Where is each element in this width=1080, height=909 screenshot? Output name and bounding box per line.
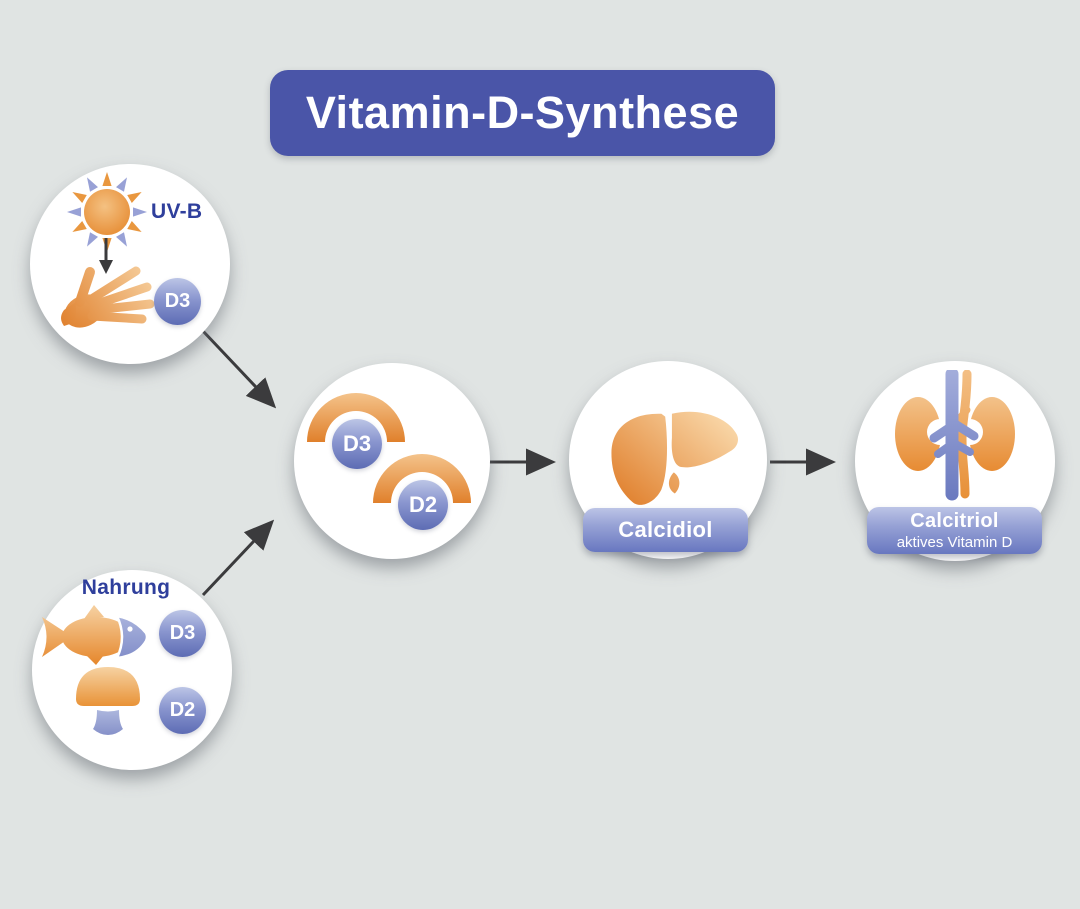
node-kidneys: Calcitriol aktives Vitamin D (855, 361, 1055, 561)
title-banner: Vitamin-D-Synthese (270, 70, 775, 156)
node-liver: Calcidiol (569, 361, 767, 559)
arch-icon (307, 393, 405, 442)
d3-badge: D3 (154, 278, 201, 325)
down-arrow-icon (99, 238, 113, 274)
node-uvb-skin: UV-B D3 (30, 164, 230, 364)
mushroom-icon (76, 667, 140, 735)
d2-badge-label: D2 (408, 492, 438, 517)
food-label: Nahrung (81, 576, 171, 599)
d2-badge-label: D2 (169, 699, 196, 721)
page-title: Vitamin-D-Synthese (305, 87, 740, 138)
node-food: Nahrung D3 (32, 570, 232, 770)
d3-badge-label: D3 (164, 290, 191, 312)
d3-badge: D3 (332, 419, 382, 469)
d2-badge: D2 (159, 687, 206, 734)
d3-badge-label: D3 (169, 622, 196, 644)
liver-icon (611, 411, 739, 505)
d2-badge: D2 (398, 480, 448, 530)
calcitriol-pill: Calcitriol aktives Vitamin D (867, 507, 1042, 554)
node-vitamin-pool: D3 D2 (294, 363, 490, 559)
d3-badge-label: D3 (342, 431, 372, 456)
arch-icon (373, 454, 471, 503)
fish-icon (42, 605, 149, 665)
calcitriol-label: Calcitriol (910, 510, 999, 532)
hand-icon (61, 266, 155, 328)
arrow-uvb-to-pool (200, 328, 277, 409)
calcitriol-sublabel: aktives Vitamin D (896, 534, 1013, 551)
uvb-label: UV-B (151, 200, 203, 223)
kidneys-icon (895, 370, 1015, 501)
d3-badge: D3 (159, 610, 206, 657)
sun-icon (67, 172, 147, 252)
calcidiol-label: Calcidiol (618, 517, 713, 542)
calcidiol-pill: Calcidiol (583, 508, 748, 552)
